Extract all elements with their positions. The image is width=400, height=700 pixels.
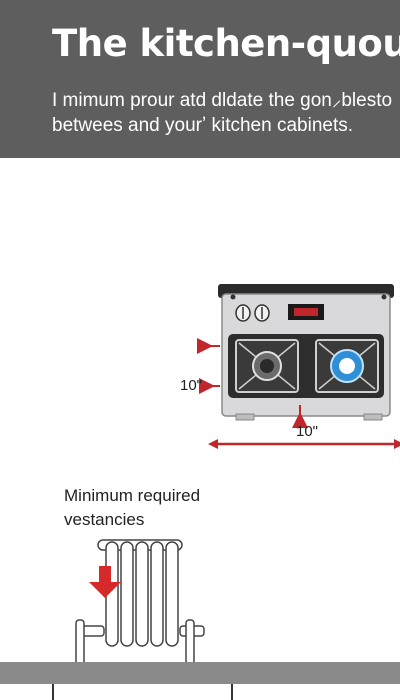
- gas-burner-icon: [235, 339, 299, 393]
- subtitle-line-2: betwees and yourʼ kitchen cabinets.: [52, 115, 354, 136]
- countertop: [0, 662, 400, 684]
- bottom-clearance-label: 10": [296, 423, 319, 440]
- clearance-diagram: 10" 10" Minimum required vestancies: [0, 158, 400, 700]
- clearance-arrows: [197, 338, 400, 449]
- control-knob-icon: [235, 304, 251, 322]
- stove-foot: [363, 413, 383, 421]
- indicator-dot-icon: [381, 294, 387, 300]
- minimum-label-line-1: Minimum required: [64, 486, 201, 505]
- arrowhead-right-icon: [394, 439, 400, 449]
- radiator-icon: [75, 539, 205, 665]
- subtitle-line-1: I mimum prour atd dldate the gon⸝blesto: [52, 90, 393, 111]
- minimum-clearance-label: Minimum required vestancies: [64, 484, 200, 532]
- control-knob-icon: [254, 304, 270, 322]
- page-title: The kitchen-quour d: [52, 22, 400, 65]
- stove-icon: [218, 284, 394, 421]
- gas-burner-lit-icon: [315, 339, 379, 393]
- indicator-dot-icon: [230, 294, 236, 300]
- stove-foot: [235, 413, 255, 421]
- display-readout: [294, 308, 318, 316]
- page-subtitle: I mimum prour atd dldate the gon⸝blesto …: [52, 88, 400, 138]
- down-arrow-icon: [89, 566, 121, 598]
- header-banner: The kitchen-quour d I mimum prour atd dl…: [0, 0, 400, 158]
- cabinet-base: [0, 684, 400, 700]
- diagram-drawing: [0, 284, 400, 700]
- left-clearance-label: 10": [180, 377, 203, 394]
- minimum-label-line-2: vestancies: [64, 510, 145, 529]
- arrowhead-left-icon: [208, 439, 218, 449]
